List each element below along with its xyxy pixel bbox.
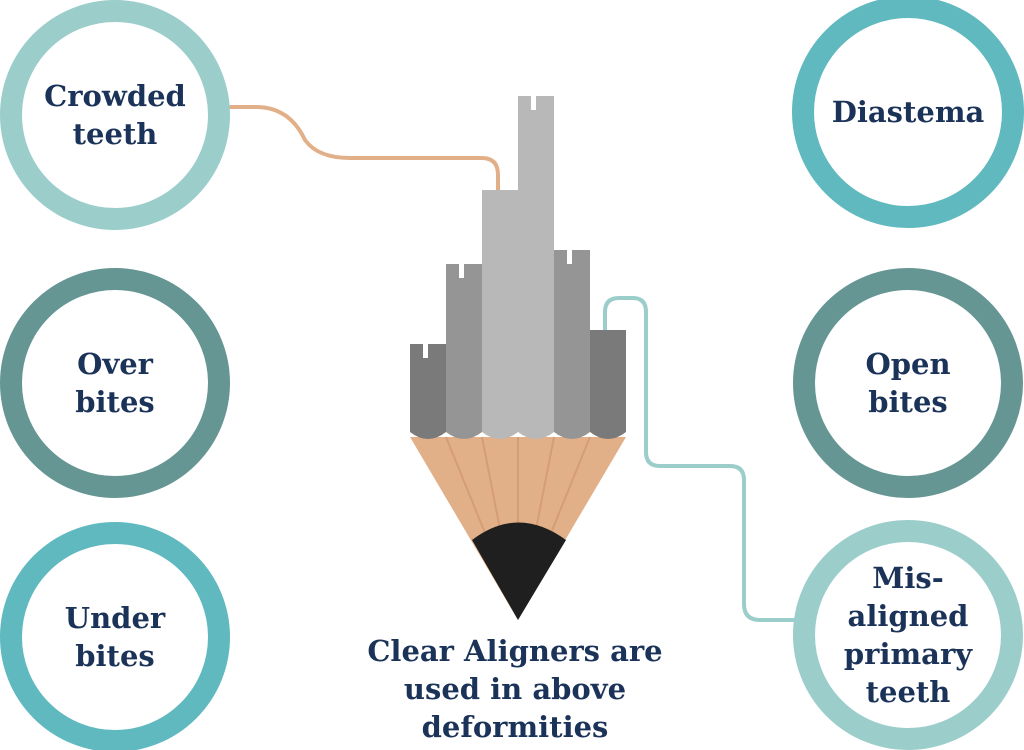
circle-crowded-teeth [0,0,230,230]
label-crowded-teeth: Crowded teeth [44,79,186,151]
connector-crowded-teeth [226,105,500,212]
diagram-caption: Clear Aligners are used in above deformi… [367,634,663,744]
circle-over-bites [0,268,230,498]
pencil-illustration [410,96,626,620]
label-under-bites: Under bites [64,601,166,673]
circle-open-bites [793,268,1023,498]
column-1 [410,344,446,439]
column-6 [590,330,626,439]
label-misaligned-teeth: Mis- aligned primary teeth [843,561,973,709]
column-4 [518,96,554,439]
pencil-columns [410,96,626,439]
pencil-tip-icon [472,522,566,620]
circle-diastema [792,0,1024,228]
circle-misaligned-teeth [793,520,1023,750]
connector-misaligned-teeth [603,296,802,622]
circle-under-bites [0,522,230,750]
label-over-bites: Over bites [75,347,155,419]
label-open-bites: Open bites [865,347,951,419]
column-2 [446,264,482,439]
column-3 [482,190,518,439]
label-diastema: Diastema [831,95,985,129]
column-5 [554,250,590,439]
